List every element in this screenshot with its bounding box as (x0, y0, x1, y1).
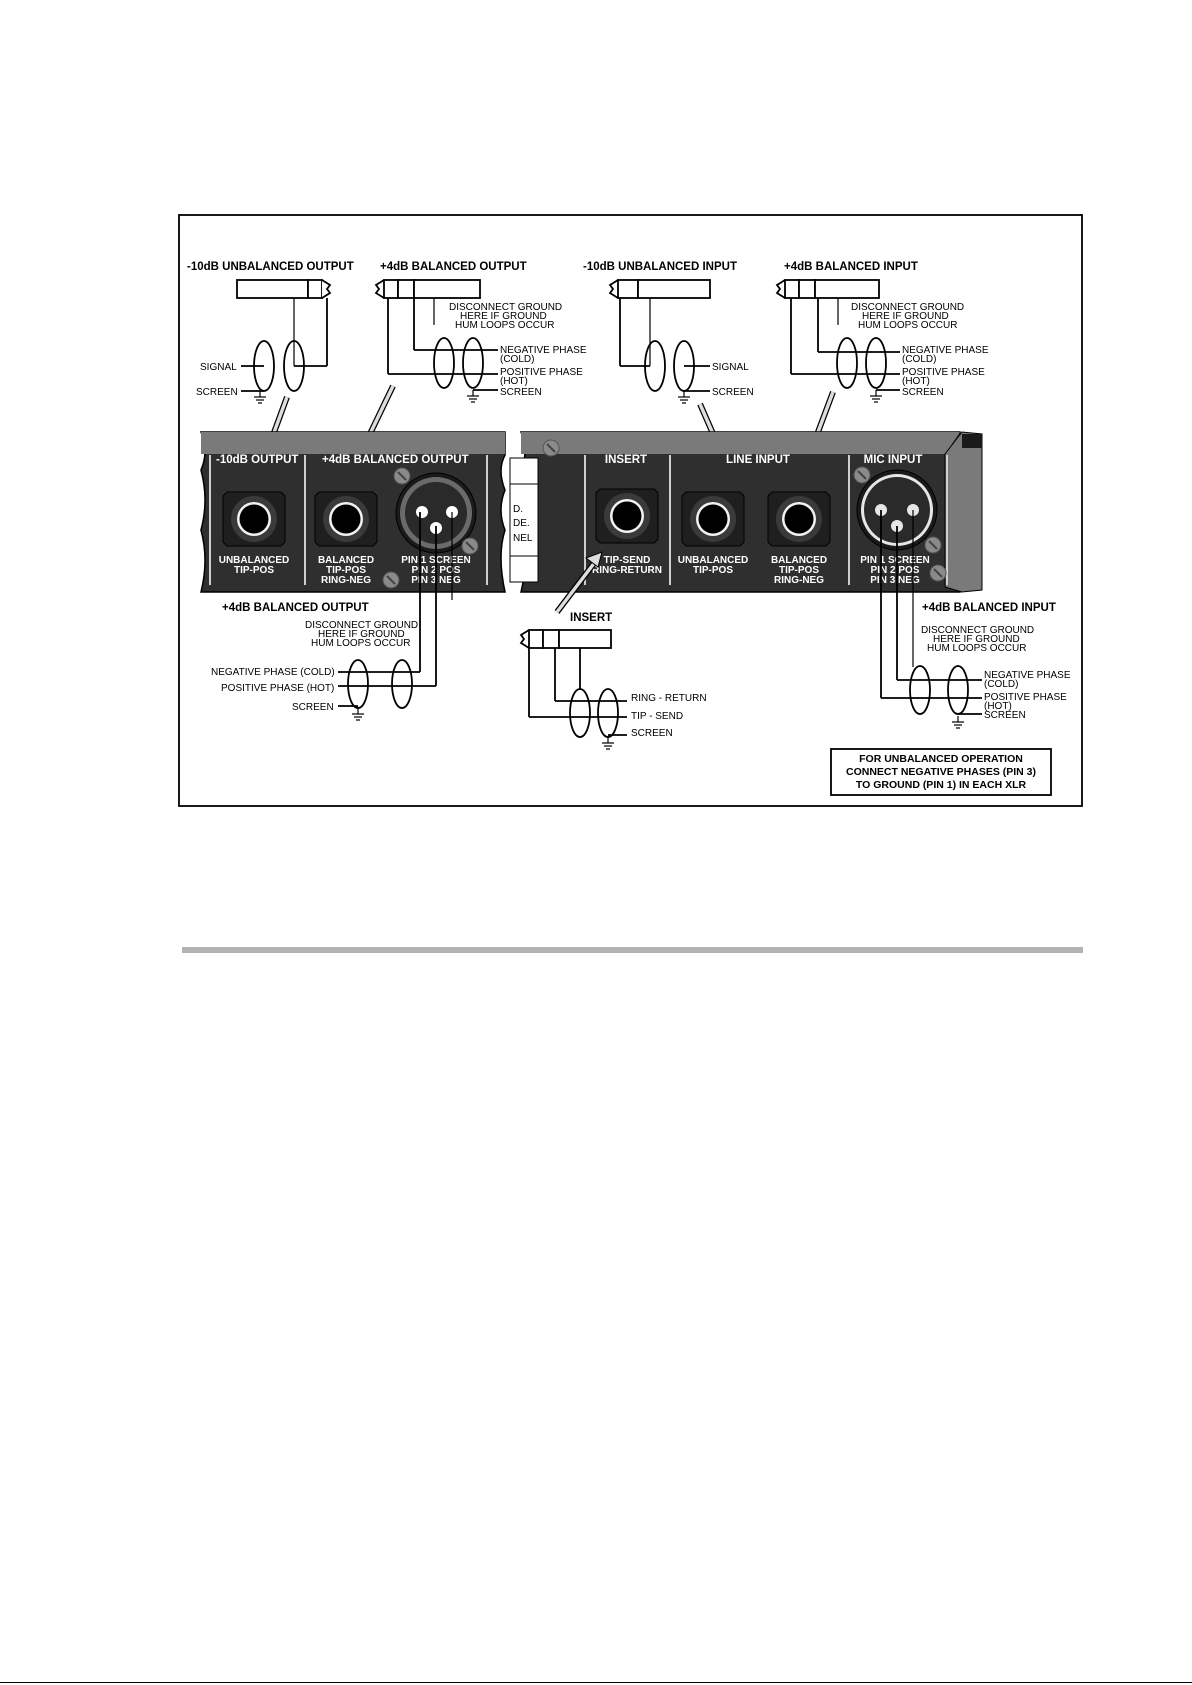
svg-text:INSERT: INSERT (570, 612, 612, 624)
svg-text:RING-NEG: RING-NEG (774, 575, 824, 586)
svg-text:UNBALANCED: UNBALANCED (678, 555, 749, 566)
unbalanced-output-wiring: -10dB UNBALANCED OUTPUT SIGNAL SCREEN (187, 261, 354, 448)
svg-text:NEGATIVE PHASE: NEGATIVE PHASE (500, 345, 587, 356)
svg-text:HUM LOOPS OCCUR: HUM LOOPS OCCUR (858, 320, 957, 331)
svg-text:SCREEN: SCREEN (712, 387, 754, 398)
svg-text:(HOT): (HOT) (500, 376, 528, 387)
jack-plug-icon (775, 279, 880, 299)
svg-text:SCREEN: SCREEN (984, 710, 1026, 721)
svg-text:SCREEN: SCREEN (631, 728, 673, 739)
screen-label: SCREEN (196, 387, 238, 398)
svg-text:DISCONNECT GROUND: DISCONNECT GROUND (305, 620, 418, 631)
svg-text:UNBALANCED: UNBALANCED (219, 555, 290, 566)
svg-text:(COLD): (COLD) (984, 679, 1018, 690)
svg-text:(COLD): (COLD) (500, 354, 534, 365)
svg-text:TIP-POS: TIP-POS (234, 565, 274, 576)
svg-text:DISCONNECT GROUND: DISCONNECT GROUND (921, 625, 1034, 636)
unbalanced-input-wiring: -10dB UNBALANCED INPUT SIGNAL SCREEN (583, 261, 754, 449)
svg-text:TO GROUND (PIN 1) IN EACH XLR: TO GROUND (PIN 1) IN EACH XLR (856, 779, 1027, 791)
svg-text:BALANCED: BALANCED (771, 555, 827, 566)
svg-text:TIP-POS: TIP-POS (779, 565, 819, 576)
panel-header-mic-input: MIC INPUT (864, 454, 923, 466)
svg-text:DISCONNECT GROUND: DISCONNECT GROUND (851, 302, 964, 313)
svg-text:DE.: DE. (513, 518, 530, 529)
svg-text:HERE IF GROUND: HERE IF GROUND (318, 629, 405, 640)
svg-text:TIP-SEND: TIP-SEND (604, 555, 651, 566)
jack-socket-icon (681, 491, 745, 547)
svg-text:PIN 1 SCREEN: PIN 1 SCREEN (860, 555, 929, 566)
balanced-output-wiring: +4dB BALANCED OUTPUT DISCONNECT GROUND H… (357, 261, 587, 449)
jack-plug-icon (236, 279, 332, 299)
svg-text:HUM LOOPS OCCUR: HUM LOOPS OCCUR (927, 643, 1026, 654)
signal-label: SIGNAL (200, 362, 237, 373)
svg-text:TIP-POS: TIP-POS (326, 565, 366, 576)
panel-header-line-input: LINE INPUT (726, 454, 790, 466)
bottom-balanced-output-wiring: +4dB BALANCED OUTPUT DISCONNECT GROUND H… (211, 602, 436, 721)
svg-text:NEGATIVE PHASE: NEGATIVE PHASE (984, 670, 1071, 681)
svg-text:(HOT): (HOT) (902, 376, 930, 387)
svg-text:POSITIVE PHASE: POSITIVE PHASE (984, 692, 1067, 703)
svg-text:RING - RETURN: RING - RETURN (631, 693, 707, 704)
svg-text:SIGNAL: SIGNAL (712, 362, 749, 373)
jack-socket-icon (222, 491, 286, 547)
bottom-insert-wiring: INSERT RING - RETURN TIP - SEND SCREEN (519, 551, 707, 750)
svg-text:CONNECT NEGATIVE PHASES (PIN 3: CONNECT NEGATIVE PHASES (PIN 3) (846, 766, 1036, 778)
svg-text:TIP - SEND: TIP - SEND (631, 711, 683, 722)
rear-panel-left: -10dB OUTPUT +4dB BALANCED OUTPUT UNBALA… (199, 431, 506, 686)
svg-text:HERE IF GROUND: HERE IF GROUND (460, 311, 547, 322)
unbalanced-operation-note: FOR UNBALANCED OPERATION CONNECT NEGATIV… (830, 748, 1052, 796)
svg-text:TIP-POS: TIP-POS (693, 565, 733, 576)
jack-plug-icon (519, 629, 612, 649)
svg-text:POSITIVE PHASE: POSITIVE PHASE (902, 367, 985, 378)
svg-text:SCREEN: SCREEN (292, 702, 334, 713)
svg-text:FOR UNBALANCED OPERATION: FOR UNBALANCED OPERATION (859, 753, 1023, 765)
unbalanced-output-title: -10dB UNBALANCED OUTPUT (187, 261, 354, 273)
svg-text:POSITIVE PHASE (HOT): POSITIVE PHASE (HOT) (221, 683, 334, 694)
svg-text:RING-NEG: RING-NEG (321, 575, 371, 586)
balanced-input-wiring: +4dB BALANCED INPUT DISCONNECT GROUND HE… (775, 261, 989, 452)
jack-socket-icon (595, 488, 659, 544)
page-bottom-border (0, 1682, 1192, 1683)
svg-text:POSITIVE PHASE: POSITIVE PHASE (500, 367, 583, 378)
svg-text:SCREEN: SCREEN (500, 387, 542, 398)
svg-text:HERE IF GROUND: HERE IF GROUND (933, 634, 1020, 645)
panel-header-insert: INSERT (605, 454, 647, 466)
horizontal-rule (182, 947, 1083, 953)
svg-text:HERE IF GROUND: HERE IF GROUND (862, 311, 949, 322)
balanced-input-title: +4dB BALANCED INPUT (784, 261, 918, 273)
svg-text:HUM LOOPS OCCUR: HUM LOOPS OCCUR (311, 638, 410, 649)
svg-text:NEGATIVE PHASE (COLD): NEGATIVE PHASE (COLD) (211, 667, 335, 678)
panel-header-balanced-output: +4dB BALANCED OUTPUT (322, 454, 469, 466)
svg-text:RING-RETURN: RING-RETURN (592, 565, 662, 576)
svg-text:PIN 3 NEG: PIN 3 NEG (870, 575, 920, 586)
svg-text:D.: D. (513, 504, 523, 515)
svg-text:NEL: NEL (513, 533, 533, 544)
jack-socket-icon (767, 491, 831, 547)
svg-text:DISCONNECT GROUND: DISCONNECT GROUND (449, 302, 562, 313)
balanced-output-title: +4dB BALANCED OUTPUT (380, 261, 527, 273)
svg-text:+4dB BALANCED OUTPUT: +4dB BALANCED OUTPUT (222, 602, 369, 614)
svg-text:NEGATIVE PHASE: NEGATIVE PHASE (902, 345, 989, 356)
svg-text:+4dB BALANCED INPUT: +4dB BALANCED INPUT (922, 602, 1056, 614)
jack-plug-icon (608, 279, 711, 299)
jack-socket-icon (314, 491, 378, 547)
svg-text:SCREEN: SCREEN (902, 387, 944, 398)
bottom-balanced-input-wiring: +4dB BALANCED INPUT DISCONNECT GROUND HE… (881, 602, 1071, 729)
svg-text:(HOT): (HOT) (984, 701, 1012, 712)
svg-text:PIN 2 POS: PIN 2 POS (871, 565, 920, 576)
svg-text:HUM LOOPS OCCUR: HUM LOOPS OCCUR (455, 320, 554, 331)
svg-text:(COLD): (COLD) (902, 354, 936, 365)
rear-panel-right: D. DE. NEL INSERT LINE INPUT MIC INPUT T… (509, 431, 983, 698)
unbalanced-input-title: -10dB UNBALANCED INPUT (583, 261, 737, 273)
svg-text:BALANCED: BALANCED (318, 555, 374, 566)
jack-plug-icon (374, 279, 481, 299)
label-fragment: D. DE. NEL (509, 457, 539, 583)
panel-header-10db-output: -10dB OUTPUT (216, 454, 298, 466)
